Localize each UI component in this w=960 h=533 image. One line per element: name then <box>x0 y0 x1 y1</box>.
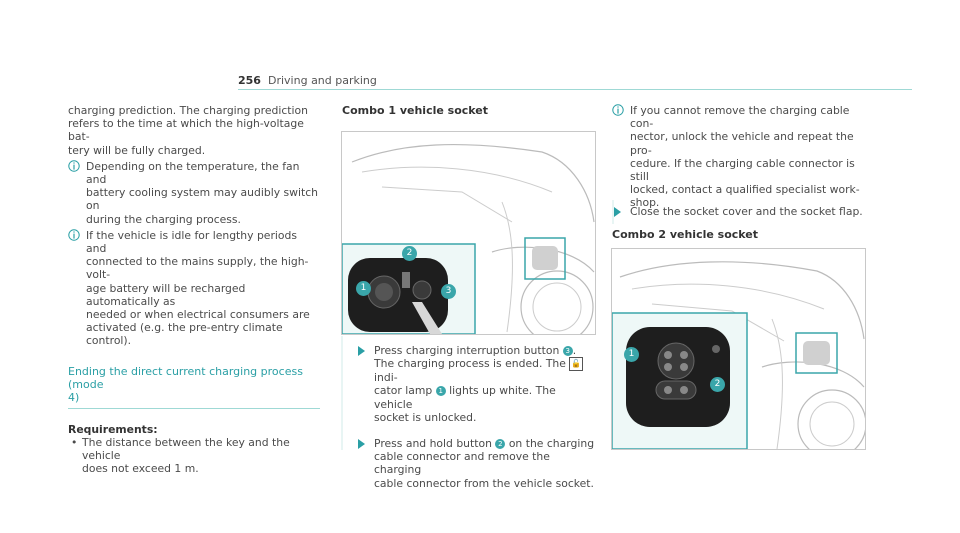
callout-2: 2 <box>710 377 725 392</box>
arrow-icon <box>358 346 365 356</box>
text-line: Press and hold button 2 on the charging <box>374 437 595 451</box>
text-line: shop. <box>630 196 660 210</box>
text-line: tery will be fully charged. <box>68 143 206 157</box>
column-middle: Combo 1 vehicle socket <box>342 104 596 117</box>
info-icon <box>68 160 80 172</box>
section-heading: Ending the direct current charging proce… <box>68 365 320 404</box>
text-line: connected to the mains supply, the high-… <box>86 255 309 282</box>
combo1-figure: 2 1 3 <box>341 131 596 335</box>
step-close-cover: Close the socket cover and the socket fl… <box>612 205 872 218</box>
text-line: cable connector and remove the charging <box>374 450 550 477</box>
combo2-illustration <box>612 261 865 449</box>
info-note-unlock: If you cannot remove the charging cable … <box>612 104 872 210</box>
text-line: during the charging process. <box>86 212 241 226</box>
text-line: The charging process is ended. The 🔓 ind… <box>374 357 596 384</box>
requirements-label: Requirements: <box>68 422 158 436</box>
bullet: • <box>71 435 78 449</box>
heading-rule <box>68 407 320 409</box>
column-right: If you cannot remove the charging cable … <box>612 104 872 210</box>
column-left: charging prediction. The charging predic… <box>68 104 320 475</box>
callout-2: 2 <box>495 439 506 450</box>
arrow-icon <box>614 207 621 217</box>
text-line: Press charging interruption button 3. <box>374 344 577 357</box>
step-hold-button: Press and hold button 2 on the charging … <box>356 437 596 490</box>
step-item: Close the socket cover and the socket fl… <box>612 205 872 218</box>
info-note-fan: Depending on the temperature, the fan an… <box>68 160 320 226</box>
text-line: If you cannot remove the charging cable … <box>630 104 850 131</box>
unlock-icon: 🔓 <box>569 357 584 372</box>
text-line: Close the socket cover and the socket fl… <box>630 205 863 218</box>
callout-1: 1 <box>356 281 371 296</box>
info-icon <box>68 229 80 241</box>
text-line: charging prediction. The charging predic… <box>68 104 308 117</box>
requirement-item: • The distance between the key and the v… <box>68 436 320 476</box>
text-line: does not exceed 1 m. <box>82 462 199 476</box>
text-line: activated (e.g. the pre-entry climate co… <box>86 321 283 348</box>
intro-text: charging prediction. The charging predic… <box>68 104 320 157</box>
callout-3: 3 <box>562 346 573 356</box>
step-press-button: Press charging interruption button 3. Th… <box>356 344 596 424</box>
text-line: age battery will be recharged automatica… <box>86 281 246 308</box>
text-line: socket is unlocked. <box>374 410 477 424</box>
combo2-figure: 1 2 <box>611 248 866 450</box>
text-line: If the vehicle is idle for lengthy perio… <box>86 228 297 256</box>
step-bar <box>341 336 343 450</box>
step-bar <box>612 200 614 224</box>
figure-title: Combo 1 vehicle socket <box>342 104 489 117</box>
text-line: cedure. If the charging cable connector … <box>630 156 855 184</box>
text-line: The distance between the key and the veh… <box>82 435 290 463</box>
arrow-icon <box>358 439 365 450</box>
callout-1: 1 <box>435 386 446 397</box>
heading-line: 4) <box>68 390 80 404</box>
text-line: nector, unlock the vehicle and repeat th… <box>630 130 854 157</box>
info-note-idle: If the vehicle is idle for lengthy perio… <box>68 229 320 348</box>
text-line: cable connector from the vehicle socket. <box>374 476 594 490</box>
text-line: Depending on the temperature, the fan an… <box>86 159 300 187</box>
info-icon <box>612 104 624 116</box>
text-line: needed or when electrical consumers are <box>86 308 310 322</box>
callout-2: 2 <box>402 246 417 261</box>
page-number: 256 <box>238 74 261 87</box>
text-line: locked, contact a qualified specialist w… <box>630 183 860 197</box>
header-rule <box>238 89 912 90</box>
steps-combo1: Press charging interruption button 3. Th… <box>356 344 596 490</box>
combo1-illustration <box>342 144 595 334</box>
callout-1: 1 <box>624 347 639 362</box>
heading-line: Ending the direct current charging proce… <box>68 364 303 391</box>
text-line: battery cooling system may audibly switc… <box>86 186 318 213</box>
callout-3: 3 <box>441 284 456 299</box>
text-line: refers to the time at which the high-vol… <box>68 117 304 144</box>
figure-title-combo2: Combo 2 vehicle socket <box>612 228 759 241</box>
section-title: Driving and parking <box>268 74 377 87</box>
text-line: cator lamp 1 lights up white. The vehicl… <box>374 384 556 411</box>
